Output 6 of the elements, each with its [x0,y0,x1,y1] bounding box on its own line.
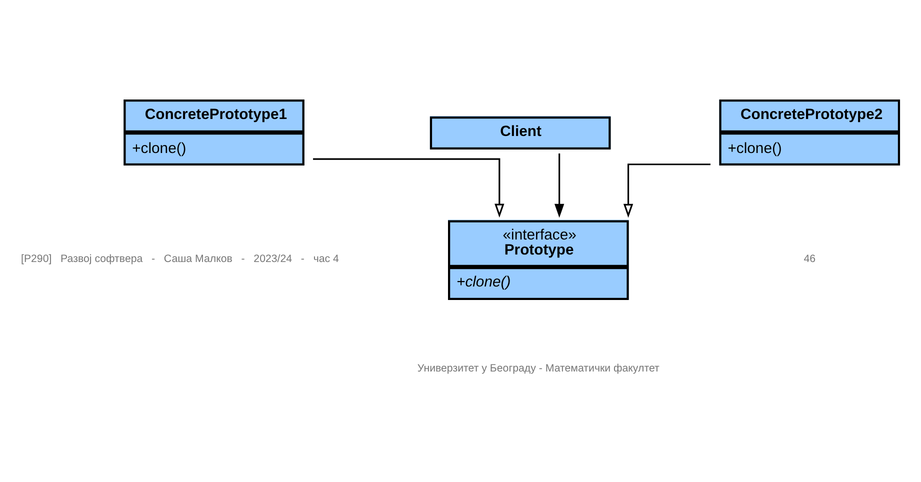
arrow [313,158,504,218]
label: 46 [804,252,816,265]
label: Универзитет у Београду - Математички факултет [417,362,660,374]
arrow [623,163,710,218]
label: [P290] Развој софтвера - Саша Малков - 2023/24 - час 4 [21,252,339,265]
arrow [554,152,564,218]
